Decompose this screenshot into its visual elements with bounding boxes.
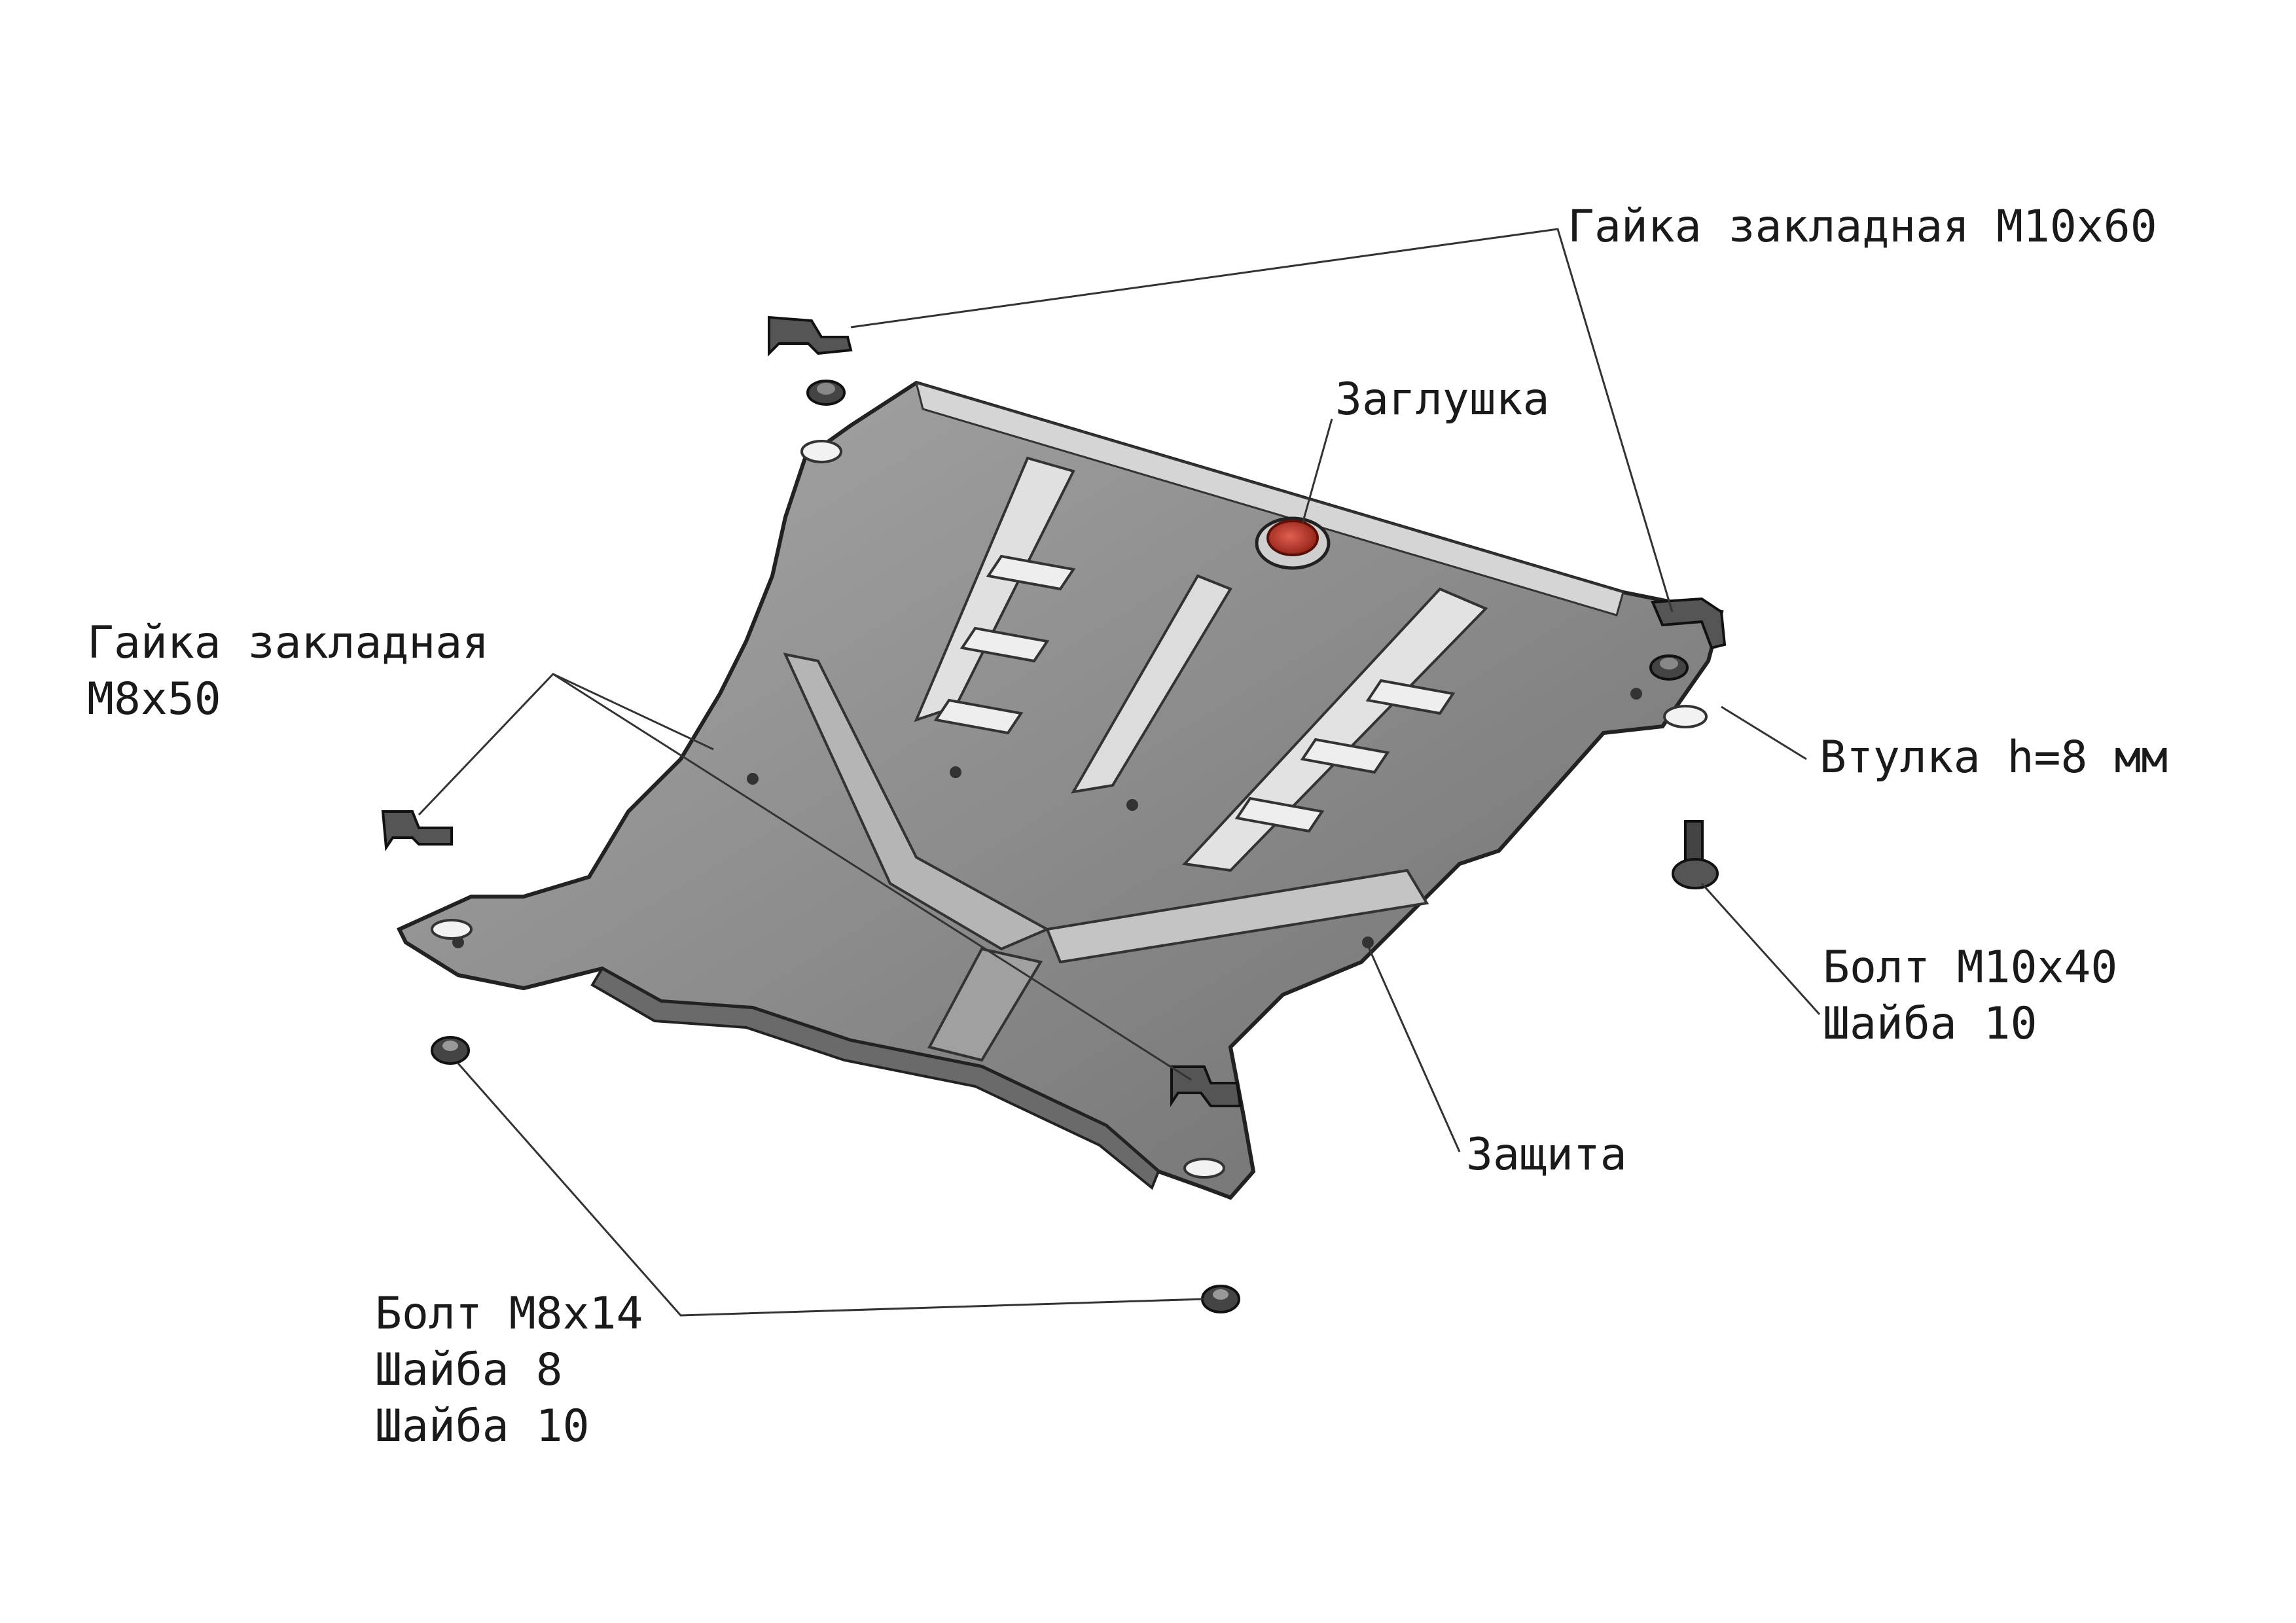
bushing-part [806, 380, 1689, 681]
nut-m10-right [1651, 597, 1727, 650]
nut-m10-top [768, 315, 853, 357]
label-guard: Защита [1466, 1127, 1627, 1183]
label-nut-m8-line2: М8х50 [87, 673, 221, 725]
label-bushing: Втулка h=8 мм [1820, 730, 2168, 786]
leader-bushing [1721, 705, 1807, 760]
label-nut-m8-line1: Гайка закладная [87, 617, 490, 669]
bolt-m8-part-left [431, 1036, 470, 1065]
bolt-m10-part [1672, 820, 1719, 889]
label-plug: Заглушка [1335, 372, 1550, 428]
label-nut-m10-text: Гайка закладная М10х60 [1568, 201, 2157, 253]
plug-part [1255, 516, 1331, 570]
leader-lines [418, 228, 1821, 1317]
label-nut-m8: Гайка закладная М8х50 [87, 615, 489, 728]
label-bolt-m10-line2: Шайба 10 [1823, 998, 2037, 1050]
nut-m8-left [381, 810, 453, 851]
label-bolt-m8-line3: Шайба 10 [375, 1400, 590, 1452]
nut-m8-front [1170, 1065, 1242, 1107]
guard-plate [396, 380, 1724, 1200]
label-bolt-m10-line1: Болт М10х40 [1823, 942, 2118, 993]
leader-bolt-m8 [457, 1063, 1205, 1317]
leader-nut-m10 [850, 228, 1674, 613]
label-nut-m10: Гайка закладная М10х60 [1568, 199, 2157, 255]
leader-guard [1367, 945, 1461, 1152]
label-plug-text: Заглушка [1335, 374, 1550, 425]
leader-plug [1301, 418, 1333, 524]
label-bolt-m10: Болт М10х40 Шайба 10 [1823, 940, 2117, 1052]
label-bolt-m8-line2: Шайба 8 [375, 1344, 563, 1396]
label-bolt-m8-line1: Болт М8х14 [375, 1288, 643, 1340]
leader-nut-m8-b [552, 673, 1192, 1081]
label-bushing-text: Втулка h=8 мм [1820, 732, 2168, 783]
label-guard-text: Защита [1466, 1129, 1627, 1181]
leader-bolt-m10 [1700, 882, 1821, 1016]
bolt-m8-part-right [1201, 1285, 1240, 1313]
label-bolt-m8: Болт М8х14 Шайба 8 Шайба 10 [375, 1286, 643, 1455]
